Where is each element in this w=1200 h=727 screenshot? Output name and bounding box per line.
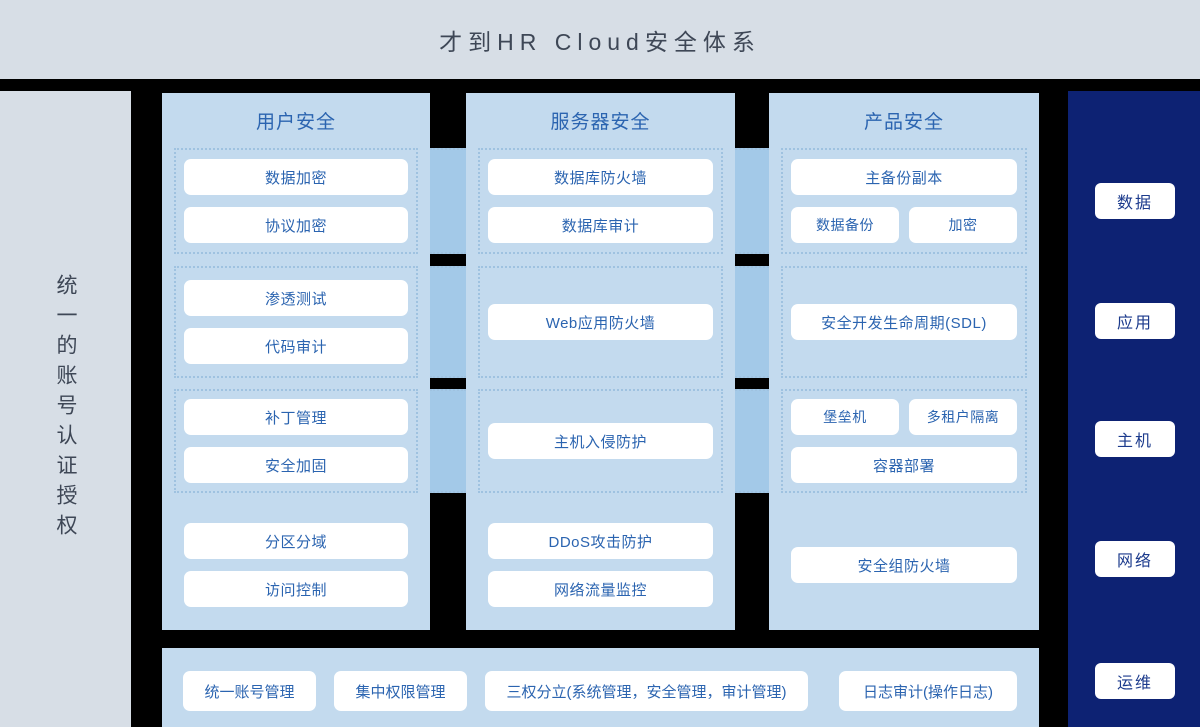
- chip-网络流量监控[interactable]: 网络流量监控: [488, 571, 713, 607]
- chip-安全组防火墙[interactable]: 安全组防火墙: [791, 547, 1017, 583]
- chip-主机入侵防护[interactable]: 主机入侵防护: [488, 423, 713, 459]
- right-sidebar: 数据应用主机网络运维: [1068, 91, 1200, 727]
- left-sidebar: 统一的账号认证授权: [0, 91, 131, 727]
- col-user-security-row-band-2: [174, 389, 418, 493]
- chip-DDoS攻击防护[interactable]: DDoS攻击防护: [488, 523, 713, 559]
- row-connector-1-1: [735, 266, 769, 378]
- col-product-security-header: 产品安全: [863, 112, 944, 133]
- right-tag-数据[interactable]: 数据: [1095, 183, 1175, 219]
- col-server-security-row-band-2: [478, 389, 723, 493]
- bottom-chip-日志审计(操作日志)[interactable]: 日志审计(操作日志): [839, 671, 1017, 711]
- row-connector-1-0: [430, 266, 466, 378]
- col-user-security-row-band-1: [174, 266, 418, 378]
- col-user-security-header: 用户安全: [255, 112, 336, 133]
- chip-渗透测试[interactable]: 渗透测试: [184, 280, 408, 316]
- col-server-security-row-band-0: [478, 148, 723, 254]
- col-product-security-row-band-0: [781, 148, 1027, 254]
- chip-安全加固[interactable]: 安全加固: [184, 447, 408, 483]
- right-tag-网络[interactable]: 网络: [1095, 541, 1175, 577]
- chip-协议加密[interactable]: 协议加密: [184, 207, 408, 243]
- chip-主备份副本[interactable]: 主备份副本: [791, 159, 1017, 195]
- chip-数据加密[interactable]: 数据加密: [184, 159, 408, 195]
- page-title: 才到HR Cloud安全体系: [439, 28, 761, 55]
- chip-加密[interactable]: 加密: [909, 207, 1017, 243]
- col-product-security-row-band-2: [781, 389, 1027, 493]
- row-connector-0-0: [430, 148, 466, 254]
- chip-多租户隔离[interactable]: 多租户隔离: [909, 399, 1017, 435]
- chip-数据库防火墙[interactable]: 数据库防火墙: [488, 159, 713, 195]
- bottom-chip-三权分立(系统管理，安全管理，审计管理)[interactable]: 三权分立(系统管理，安全管理，审计管理): [485, 671, 808, 711]
- chip-数据库审计[interactable]: 数据库审计: [488, 207, 713, 243]
- title-bar: 才到HR Cloud安全体系: [0, 0, 1200, 79]
- col-server-security-header: 服务器安全: [550, 112, 651, 133]
- col-product-security: 产品安全主备份副本数据备份加密安全开发生命周期(SDL) 堡垒机多租户隔离容器部署…: [769, 93, 1039, 630]
- row-connector-2-0: [430, 389, 466, 493]
- col-user-security: 用户安全数据加密协议加密渗透测试代码审计补丁管理安全加固分区分域访问控制: [162, 93, 430, 630]
- right-tag-应用[interactable]: 应用: [1095, 303, 1175, 339]
- col-user-security-row-band-0: [174, 148, 418, 254]
- left-sidebar-label: 统一的账号认证授权: [54, 274, 77, 544]
- bottom-chip-集中权限管理[interactable]: 集中权限管理: [334, 671, 467, 711]
- chip-分区分域[interactable]: 分区分域: [184, 523, 408, 559]
- chip-访问控制[interactable]: 访问控制: [184, 571, 408, 607]
- bottom-chip-统一账号管理[interactable]: 统一账号管理: [183, 671, 316, 711]
- right-tag-主机[interactable]: 主机: [1095, 421, 1175, 457]
- chip-Web应用防火墙[interactable]: Web应用防火墙: [488, 304, 713, 340]
- chip-补丁管理[interactable]: 补丁管理: [184, 399, 408, 435]
- bottom-bar: 统一账号管理集中权限管理三权分立(系统管理，安全管理，审计管理) 日志审计(操作日…: [162, 648, 1039, 727]
- col-server-security: 服务器安全数据库防火墙数据库审计 Web应用防火墙主机入侵防护 DDoS攻击防护网络…: [466, 93, 735, 630]
- col-server-security-row-band-1: [478, 266, 723, 378]
- col-product-security-row-band-1: [781, 266, 1027, 378]
- row-connector-2-1: [735, 389, 769, 493]
- chip-代码审计[interactable]: 代码审计: [184, 328, 408, 364]
- chip-数据备份[interactable]: 数据备份: [791, 207, 899, 243]
- chip-安全开发生命周期(SDL)[interactable]: 安全开发生命周期(SDL): [791, 304, 1017, 340]
- row-connector-0-1: [735, 148, 769, 254]
- chip-堡垒机[interactable]: 堡垒机: [791, 399, 899, 435]
- right-tag-运维[interactable]: 运维: [1095, 663, 1175, 699]
- chip-容器部署[interactable]: 容器部署: [791, 447, 1017, 483]
